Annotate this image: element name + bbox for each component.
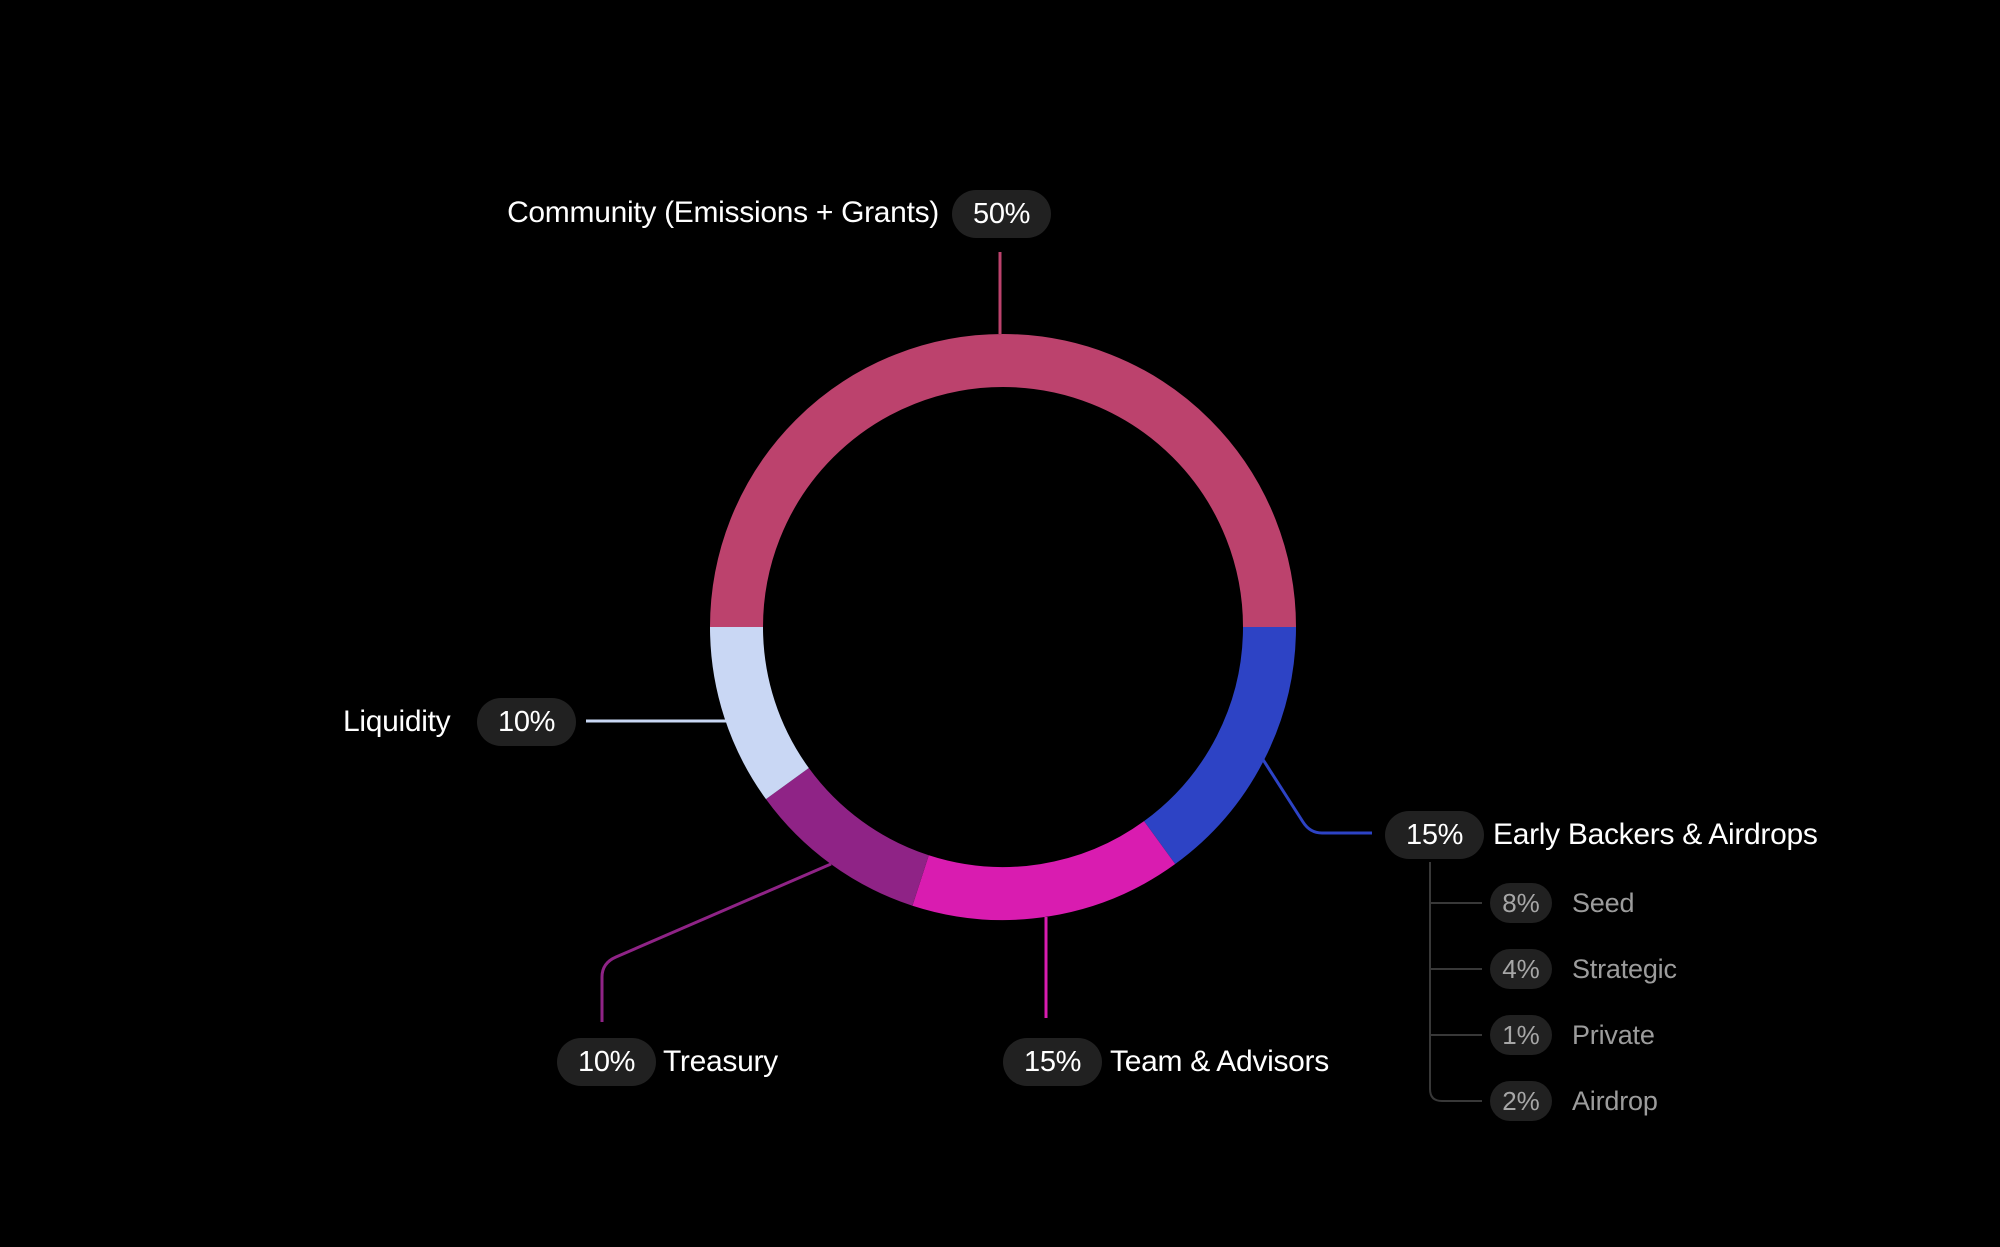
donut-arcs <box>710 334 1296 920</box>
badge-treasury-pct: 10% <box>557 1038 657 1086</box>
donut-segment-community-emissions-grants[interactable] <box>710 334 1296 628</box>
badge-private-pct: 1% <box>1490 1015 1552 1055</box>
donut-segment-team-advisors[interactable] <box>912 820 1176 920</box>
badge-seed-pct: 8% <box>1490 883 1552 923</box>
sublist-connector-tree <box>1429 862 1482 1102</box>
leader-line-treasury <box>600 862 832 1022</box>
donut-segment-early-backers-airdrops[interactable] <box>1143 626 1296 865</box>
donut-segment-treasury[interactable] <box>765 767 930 906</box>
label-strategic: Strategic <box>1572 954 1677 984</box>
donut-segment-liquidity[interactable] <box>710 626 810 800</box>
label-airdrop: Airdrop <box>1572 1086 1658 1116</box>
label-liquidity: Liquidity <box>343 705 451 738</box>
badge-liquidity-pct: 10% <box>477 698 577 746</box>
label-private: Private <box>1572 1020 1655 1050</box>
badge-strategic-pct: 4% <box>1490 949 1552 989</box>
leader-line-early-backers <box>1260 757 1372 835</box>
badge-airdrop-pct: 2% <box>1490 1081 1552 1121</box>
label-team-advisors: Team & Advisors <box>1110 1045 1329 1078</box>
label-early-backers: Early Backers & Airdrops <box>1493 818 1818 851</box>
badge-early-backers-pct: 15% <box>1385 811 1485 859</box>
label-seed: Seed <box>1572 888 1635 918</box>
label-treasury: Treasury <box>663 1045 778 1078</box>
label-community: Community (Emissions + Grants) <box>507 196 939 229</box>
badge-team-advisors-pct: 15% <box>1003 1038 1103 1086</box>
badge-community-pct: 50% <box>952 190 1052 238</box>
